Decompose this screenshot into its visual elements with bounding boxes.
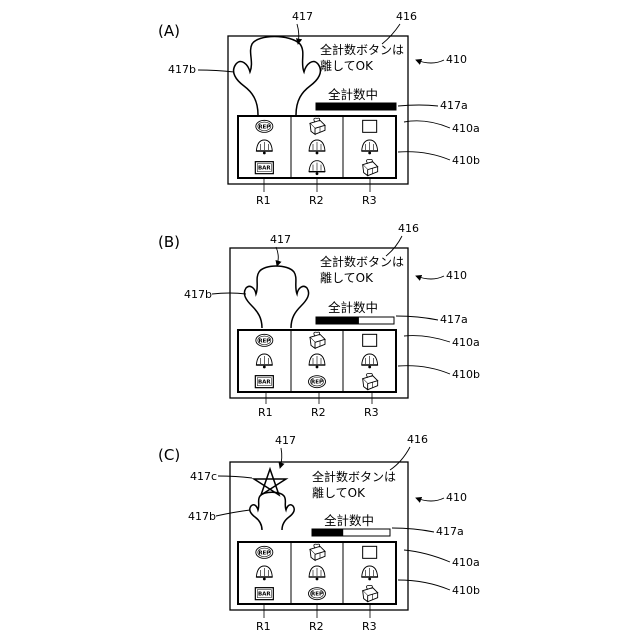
panel-b-ref-410b: 410b	[452, 368, 480, 381]
panel-a-reel1-symbol-1-rep-icon: REP	[256, 120, 273, 132]
panel-a-reel-label-r2: R2	[309, 194, 324, 207]
panel-a-ref-410: 410	[446, 53, 467, 66]
panel-c-ref-410: 410	[446, 491, 467, 504]
panel-b-ref-410: 410	[446, 269, 467, 282]
svg-text:BAR: BAR	[258, 166, 271, 172]
panel-a-ref-410b: 410b	[452, 154, 480, 167]
svg-text:BAR: BAR	[258, 592, 271, 598]
panel-c-reel-label-r2: R2	[309, 620, 324, 633]
panel-b-reel1-symbol-1-rep-icon: REP	[256, 334, 273, 346]
svg-text:REP: REP	[311, 592, 323, 598]
panel-a: (A) 全計数ボタンは 離してOK 全計数中 REP BAR R1 R2 R3 4…	[158, 10, 480, 207]
svg-text:REP: REP	[311, 380, 323, 386]
panel-b: (B) 全計数ボタンは 離してOK 全計数中 REP BAR REP R1 R2 R…	[158, 222, 480, 419]
panel-a-status-text: 全計数中	[328, 87, 378, 102]
panel-b-ref-410a: 410a	[452, 336, 480, 349]
panel-b-message-line1: 全計数ボタンは	[320, 254, 404, 269]
panel-b-reel-label-r3: R3	[364, 406, 379, 419]
panel-a-ref-417a: 417a	[440, 99, 468, 112]
svg-text:REP: REP	[258, 338, 270, 344]
panel-c-ref-417: 417	[275, 434, 296, 447]
panel-c-reel1-symbol-1-rep-icon: REP	[256, 546, 273, 558]
panel-a-reel-label-r1: R1	[256, 194, 271, 207]
panel-c-ref-410b: 410b	[452, 584, 480, 597]
svg-text:REP: REP	[258, 124, 270, 130]
panel-a-message-line2: 離してOK	[320, 59, 374, 73]
panel-b-message-line2: 離してOK	[320, 271, 374, 285]
panel-c-message-line1: 全計数ボタンは	[312, 469, 396, 484]
panel-c-ref-417c: 417c	[190, 470, 217, 483]
panel-c-reel3-symbol-1-square-icon	[363, 546, 377, 558]
panel-c-ref-417a: 417a	[436, 525, 464, 538]
panel-a-ref-410a: 410a	[452, 122, 480, 135]
panel-b-progress-fill	[316, 317, 359, 324]
panel-b-label: (B)	[158, 233, 180, 251]
svg-text:REP: REP	[258, 550, 270, 556]
panel-a-ref-417b: 417b	[168, 63, 196, 76]
panel-a-reel3-symbol-1-square-icon	[363, 120, 377, 132]
panel-a-ref-416: 416	[396, 10, 417, 23]
panel-b-ref-416: 416	[398, 222, 419, 235]
panel-b-reel2-symbol-3-rep-icon: REP	[309, 376, 326, 388]
panel-c-progress-fill	[312, 529, 343, 536]
panel-a-reel-label-r3: R3	[362, 194, 377, 207]
panel-c-label: (C)	[158, 446, 180, 464]
panel-c-reel1-symbol-3-bar-icon: BAR	[255, 588, 273, 600]
panel-a-label: (A)	[158, 22, 180, 40]
panel-a-progress-fill	[316, 103, 396, 110]
panel-a-reel1-symbol-3-bar-icon: BAR	[255, 162, 273, 174]
panel-a-ref-417: 417	[292, 10, 313, 23]
panel-b-ref-417b: 417b	[184, 288, 212, 301]
panel-c-status-text: 全計数中	[324, 513, 374, 528]
panel-a-message-line1: 全計数ボタンは	[320, 42, 404, 57]
panel-b-status-text: 全計数中	[328, 300, 378, 315]
panel-c-ref-416: 416	[407, 433, 428, 446]
panel-c-ref-410a: 410a	[452, 556, 480, 569]
panel-b-ref-417: 417	[270, 233, 291, 246]
panel-c-reel2-symbol-3-rep-icon: REP	[309, 588, 326, 600]
panel-c-message-line2: 離してOK	[312, 486, 366, 500]
panel-b-reel-label-r1: R1	[258, 406, 273, 419]
panel-c-reel-label-r3: R3	[362, 620, 377, 633]
panel-b-reel3-symbol-1-square-icon	[363, 334, 377, 346]
panel-c-reel-label-r1: R1	[256, 620, 271, 633]
panel-b-reel1-symbol-3-bar-icon: BAR	[255, 376, 273, 388]
panel-c: (C) 全計数ボタンは 離してOK 全計数中 REP BAR REP R1 R2 R…	[158, 433, 480, 633]
panel-b-ref-417a: 417a	[440, 313, 468, 326]
panel-c-ref-417b: 417b	[188, 510, 216, 523]
panel-b-reel-label-r2: R2	[311, 406, 326, 419]
svg-text:BAR: BAR	[258, 380, 271, 386]
